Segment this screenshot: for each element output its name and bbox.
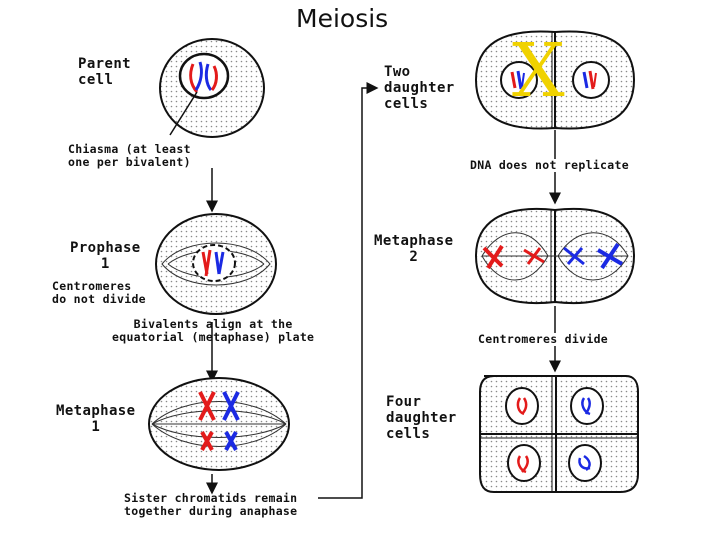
label-dna-not-replicate: DNA does not replicate — [468, 158, 631, 173]
label-centromeres-not-divide: Centromeres do not divide — [52, 279, 146, 307]
label-parent-cell: Parent cell — [78, 56, 131, 89]
label-chiasma: Chiasma (at least one per bivalent) — [68, 142, 191, 170]
two-daughter-cells — [474, 30, 636, 130]
label-sister-chromatids: Sister chromatids remain together during… — [124, 491, 298, 519]
label-metaphase1: Metaphase 1 — [56, 403, 136, 436]
chiasma-pointer — [169, 91, 198, 136]
four-daughter-cells — [479, 375, 639, 493]
label-centromeres-divide: Centromeres divide — [476, 332, 611, 347]
label-prophase1: Prophase 1 — [70, 240, 141, 273]
label-bivalents-align: Bivalents align at the equatorial (metap… — [112, 317, 315, 345]
metaphase2-cells — [474, 207, 636, 305]
label-metaphase2: Metaphase 2 — [374, 233, 454, 266]
page-title: Meiosis — [296, 4, 389, 33]
label-four-daughter-cells: Four daughter cells — [386, 394, 457, 443]
connector-to-meiosis2 — [318, 82, 379, 499]
metaphase1-cell — [148, 377, 290, 471]
parent-cell — [159, 38, 265, 138]
prophase1-cell — [155, 213, 277, 315]
overlay-x-mark: X — [512, 28, 565, 114]
label-two-daughter-cells: Two daughter cells — [384, 64, 455, 113]
